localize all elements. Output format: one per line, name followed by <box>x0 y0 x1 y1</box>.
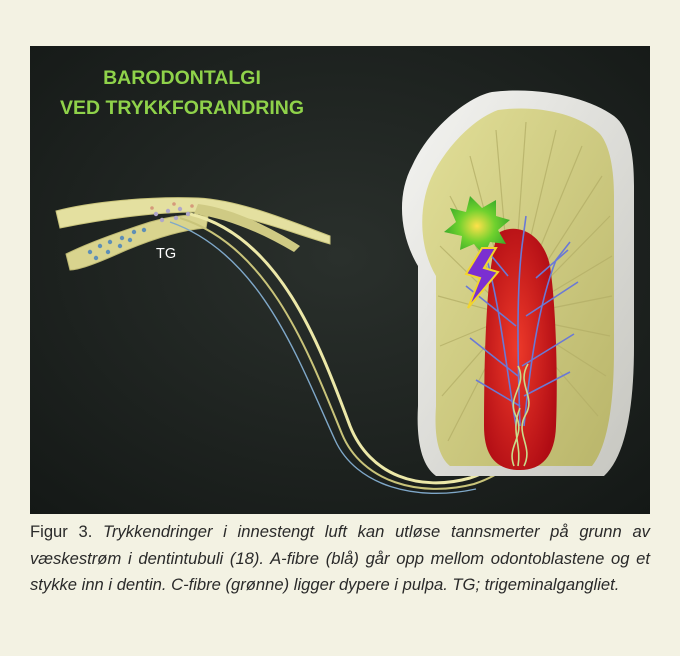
figure-caption: Figur 3. Trykkendringer i innestengt luf… <box>30 519 650 599</box>
tooth <box>402 90 634 476</box>
caption-text: Trykkendringer i innestengt luft kan utl… <box>30 522 650 594</box>
caption-label: Figur 3. <box>30 522 92 541</box>
figure-illustration: BARODONTALGI VED TRYKKFORANDRING <box>30 46 650 514</box>
ganglion-label: TG <box>156 246 176 262</box>
figure-title-line2: VED TRYKKFORANDRING <box>60 97 304 119</box>
figure-title-line1: BARODONTALGI <box>103 67 261 89</box>
